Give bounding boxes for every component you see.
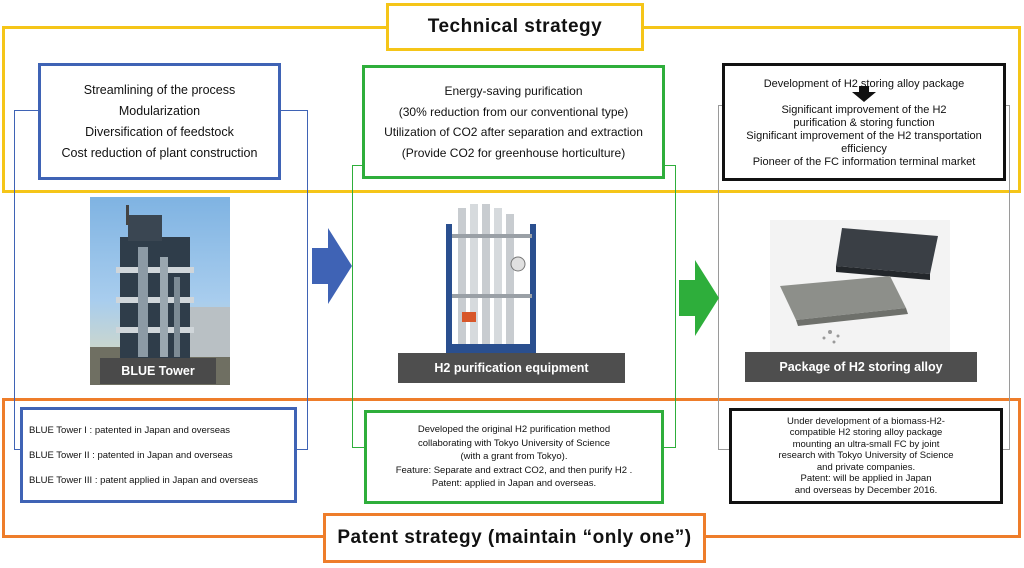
technical-item: Modularization [118,103,201,118]
alloy-patent-box: Under development of a biomass-H2- compa… [729,408,1003,504]
patent-item: Patent: will be applied in Japan [800,473,932,485]
patent-item: BLUE Tower III : patent applied in Japan… [29,474,259,486]
patent-item: collaborating with Tokyo University of S… [417,437,611,449]
patent-item: Patent: applied in Japan and overseas. [431,478,597,490]
patent-item: Developed the original H2 purification m… [417,424,611,436]
technical-item: purification & storing function [793,116,935,129]
technical-item: (30% reduction from our conventional typ… [398,104,629,119]
blue-tower-caption-text: BLUE Tower [121,364,195,378]
patent-item: Under development of a biomass-H2- [787,415,945,427]
patent-item: BLUE Tower II : patented in Japan and ov… [29,449,233,461]
patent-item: research with Tokyo University of Scienc… [778,450,954,462]
technical-item: Streamlining of the process [83,82,236,97]
technical-item: Pioneer of the FC information terminal m… [752,155,976,168]
h2-purification-equipment-photo [432,194,552,370]
alloy-technical-box: Development of H2 storing alloy package … [722,63,1006,181]
purification-patent-box: Developed the original H2 purification m… [364,410,664,504]
technical-item: Significant improvement of the H2 [781,103,947,116]
patent-strategy-title: Patent strategy (maintain “only one”) [323,513,706,563]
patent-item: (with a grant from Tokyo). [460,451,568,463]
patent-strategy-title-text: Patent strategy (maintain “only one”) [337,527,692,548]
technical-item: efficiency [841,142,887,155]
purification-technical-box: Energy-saving purification (30% reductio… [362,65,665,179]
h2-storing-alloy-caption: Package of H2 storing alloy [745,352,977,382]
blue-tower-patent-box: BLUE Tower I : patented in Japan and ove… [20,407,297,503]
technical-item: Diversification of feedstock [85,124,234,139]
technical-item-heading: Development of H2 storing alloy package [763,77,965,90]
blue-tower-caption: BLUE Tower [100,358,216,384]
patent-item: BLUE Tower I : patented in Japan and ove… [29,424,231,436]
technical-item: Cost reduction of plant construction [61,145,258,160]
technical-item: Utilization of CO2 after separation and … [384,125,643,139]
patent-item: compatible H2 storing alloy package [789,427,943,439]
h2-storing-alloy-caption-text: Package of H2 storing alloy [779,360,943,374]
patent-item: and overseas by December 2016. [794,484,938,496]
patent-item: mounting an ultra-small FC by joint [792,438,940,450]
black-down-arrow-icon [852,85,876,102]
h2-purification-equipment-caption-text: H2 purification equipment [434,361,589,375]
patent-item: and private companies. [816,461,916,473]
blue-tower-photo [90,197,230,385]
blue-tower-technical-box: Streamlining of the process Modularizati… [38,63,281,180]
technical-strategy-title-text: Technical strategy [427,16,603,37]
patent-item: Feature: Separate and extract CO2, and t… [395,464,633,476]
blue-right-arrow-icon [312,228,352,309]
technical-item: Energy-saving purification [444,84,583,98]
h2-purification-equipment-caption: H2 purification equipment [398,353,625,383]
technical-item: (Provide CO2 for greenhouse horticulture… [401,145,626,160]
green-right-arrow-icon [679,260,719,341]
technical-item: Significant improvement of the H2 transp… [746,129,982,142]
technical-strategy-title: Technical strategy [386,3,644,51]
h2-storing-alloy-package-photo [770,220,950,360]
